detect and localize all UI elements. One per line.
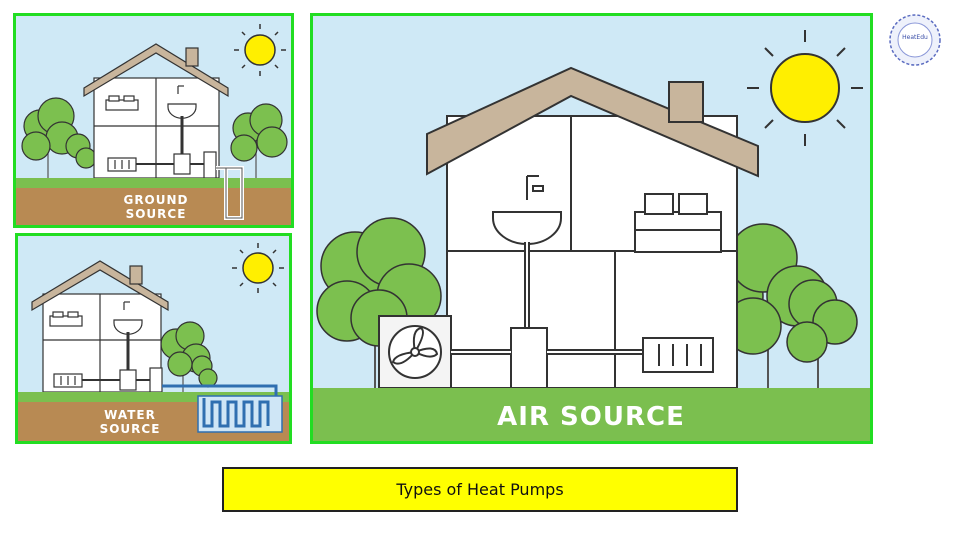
fan-unit-icon bbox=[378, 315, 452, 389]
house bbox=[378, 66, 759, 389]
water-source-panel: WATER SOURCE bbox=[15, 233, 292, 444]
water-source-illustration: WATER SOURCE bbox=[18, 236, 289, 441]
tree-icon bbox=[316, 217, 442, 388]
air-source-illustration: AIR SOURCE bbox=[313, 16, 870, 441]
water-source-label-line2: SOURCE bbox=[100, 422, 161, 436]
bed-icon bbox=[49, 311, 83, 327]
air-source-panel: AIR SOURCE bbox=[310, 13, 873, 444]
logo-icon bbox=[889, 14, 941, 66]
bed-icon bbox=[105, 95, 139, 111]
tree-icon bbox=[230, 103, 288, 178]
bathtub-icon bbox=[167, 85, 197, 119]
sun-icon bbox=[234, 24, 286, 76]
water-source-label-line1: WATER bbox=[104, 408, 156, 422]
ground-source-illustration: GROUND SOURCE bbox=[16, 16, 291, 225]
ground-source-label-line1: GROUND bbox=[123, 193, 188, 207]
radiator-icon bbox=[642, 337, 714, 373]
air-source-label: AIR SOURCE bbox=[497, 402, 685, 432]
caption-text: Types of Heat Pumps bbox=[396, 480, 564, 499]
house bbox=[83, 43, 229, 179]
sun-icon bbox=[747, 30, 863, 146]
bed-icon bbox=[634, 193, 722, 253]
tree-icon bbox=[160, 321, 218, 392]
house bbox=[31, 260, 169, 393]
radiator-icon bbox=[107, 157, 137, 172]
logo-text: HeatEdu bbox=[902, 34, 928, 41]
sun-icon bbox=[232, 243, 284, 293]
ground-source-label-line2: SOURCE bbox=[126, 207, 187, 221]
ground-source-panel: GROUND SOURCE bbox=[13, 13, 294, 228]
caption-box: Types of Heat Pumps bbox=[222, 467, 738, 512]
tree-icon bbox=[21, 97, 97, 178]
radiator-icon bbox=[53, 373, 83, 388]
